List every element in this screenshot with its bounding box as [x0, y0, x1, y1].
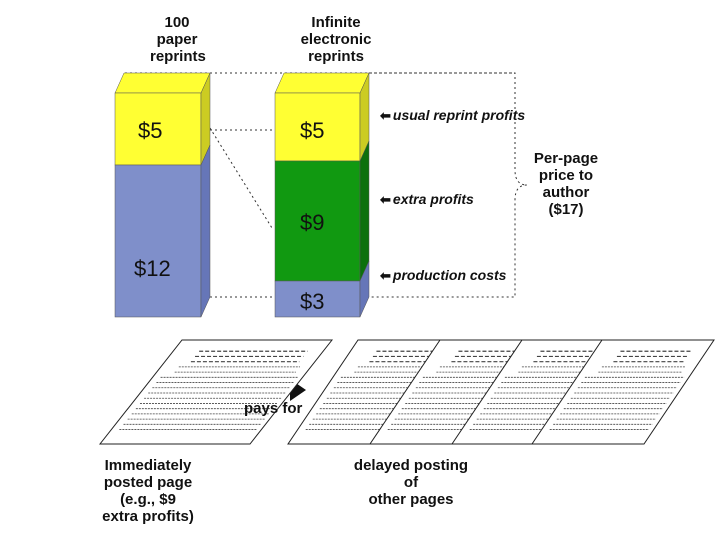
electronic-bottom-value: $3	[300, 289, 325, 314]
annotation-extra: ⬅extra profits	[380, 191, 474, 207]
document-page-icon	[98, 339, 334, 445]
paper-bar-top-face	[114, 72, 211, 94]
caption-immediate: Immediately posted page (e.g., $9 extra …	[102, 457, 194, 525]
price-bracket	[369, 72, 528, 298]
caption-delayed: delayed posting of other pages	[353, 457, 469, 508]
electronic-middle-value: $9	[300, 210, 325, 235]
pays-for-label: pays for	[244, 400, 303, 417]
electronic-bar-blue-front	[274, 280, 361, 318]
paper-top-value: $5	[138, 118, 163, 143]
electronic-top-value: $5	[300, 118, 325, 143]
electronic-bar-green-side	[359, 140, 370, 282]
paper-bar	[114, 72, 211, 318]
per-page-price-label: Per-page price to author ($17)	[533, 150, 599, 218]
electronic-bar-top-face	[274, 72, 370, 94]
left-arrow-icon: ⬅	[380, 268, 391, 283]
left-arrow-icon: ⬅	[380, 108, 391, 123]
document-pages	[98, 339, 715, 445]
paper-bottom-value: $12	[134, 256, 171, 281]
paper-bar-blue-front	[114, 164, 202, 318]
electronic-bar	[274, 72, 370, 318]
document-page-icon	[531, 339, 715, 445]
electronic-bar-green-front	[274, 160, 361, 282]
left-arrow-icon: ⬅	[380, 192, 391, 207]
electronic-bar-blue-side	[359, 260, 370, 318]
electronic-bar-yellow-front	[274, 92, 361, 162]
annotation-production: ⬅production costs	[380, 267, 507, 283]
paper-bar-yellow-front	[114, 92, 202, 166]
header-paper-reprints: 100 paper reprints	[150, 14, 206, 65]
header-electronic-reprints: Infinite electronic reprints	[300, 14, 372, 65]
annotation-usual: ⬅usual reprint profits	[380, 107, 526, 123]
paper-bar-blue-side	[200, 144, 211, 318]
